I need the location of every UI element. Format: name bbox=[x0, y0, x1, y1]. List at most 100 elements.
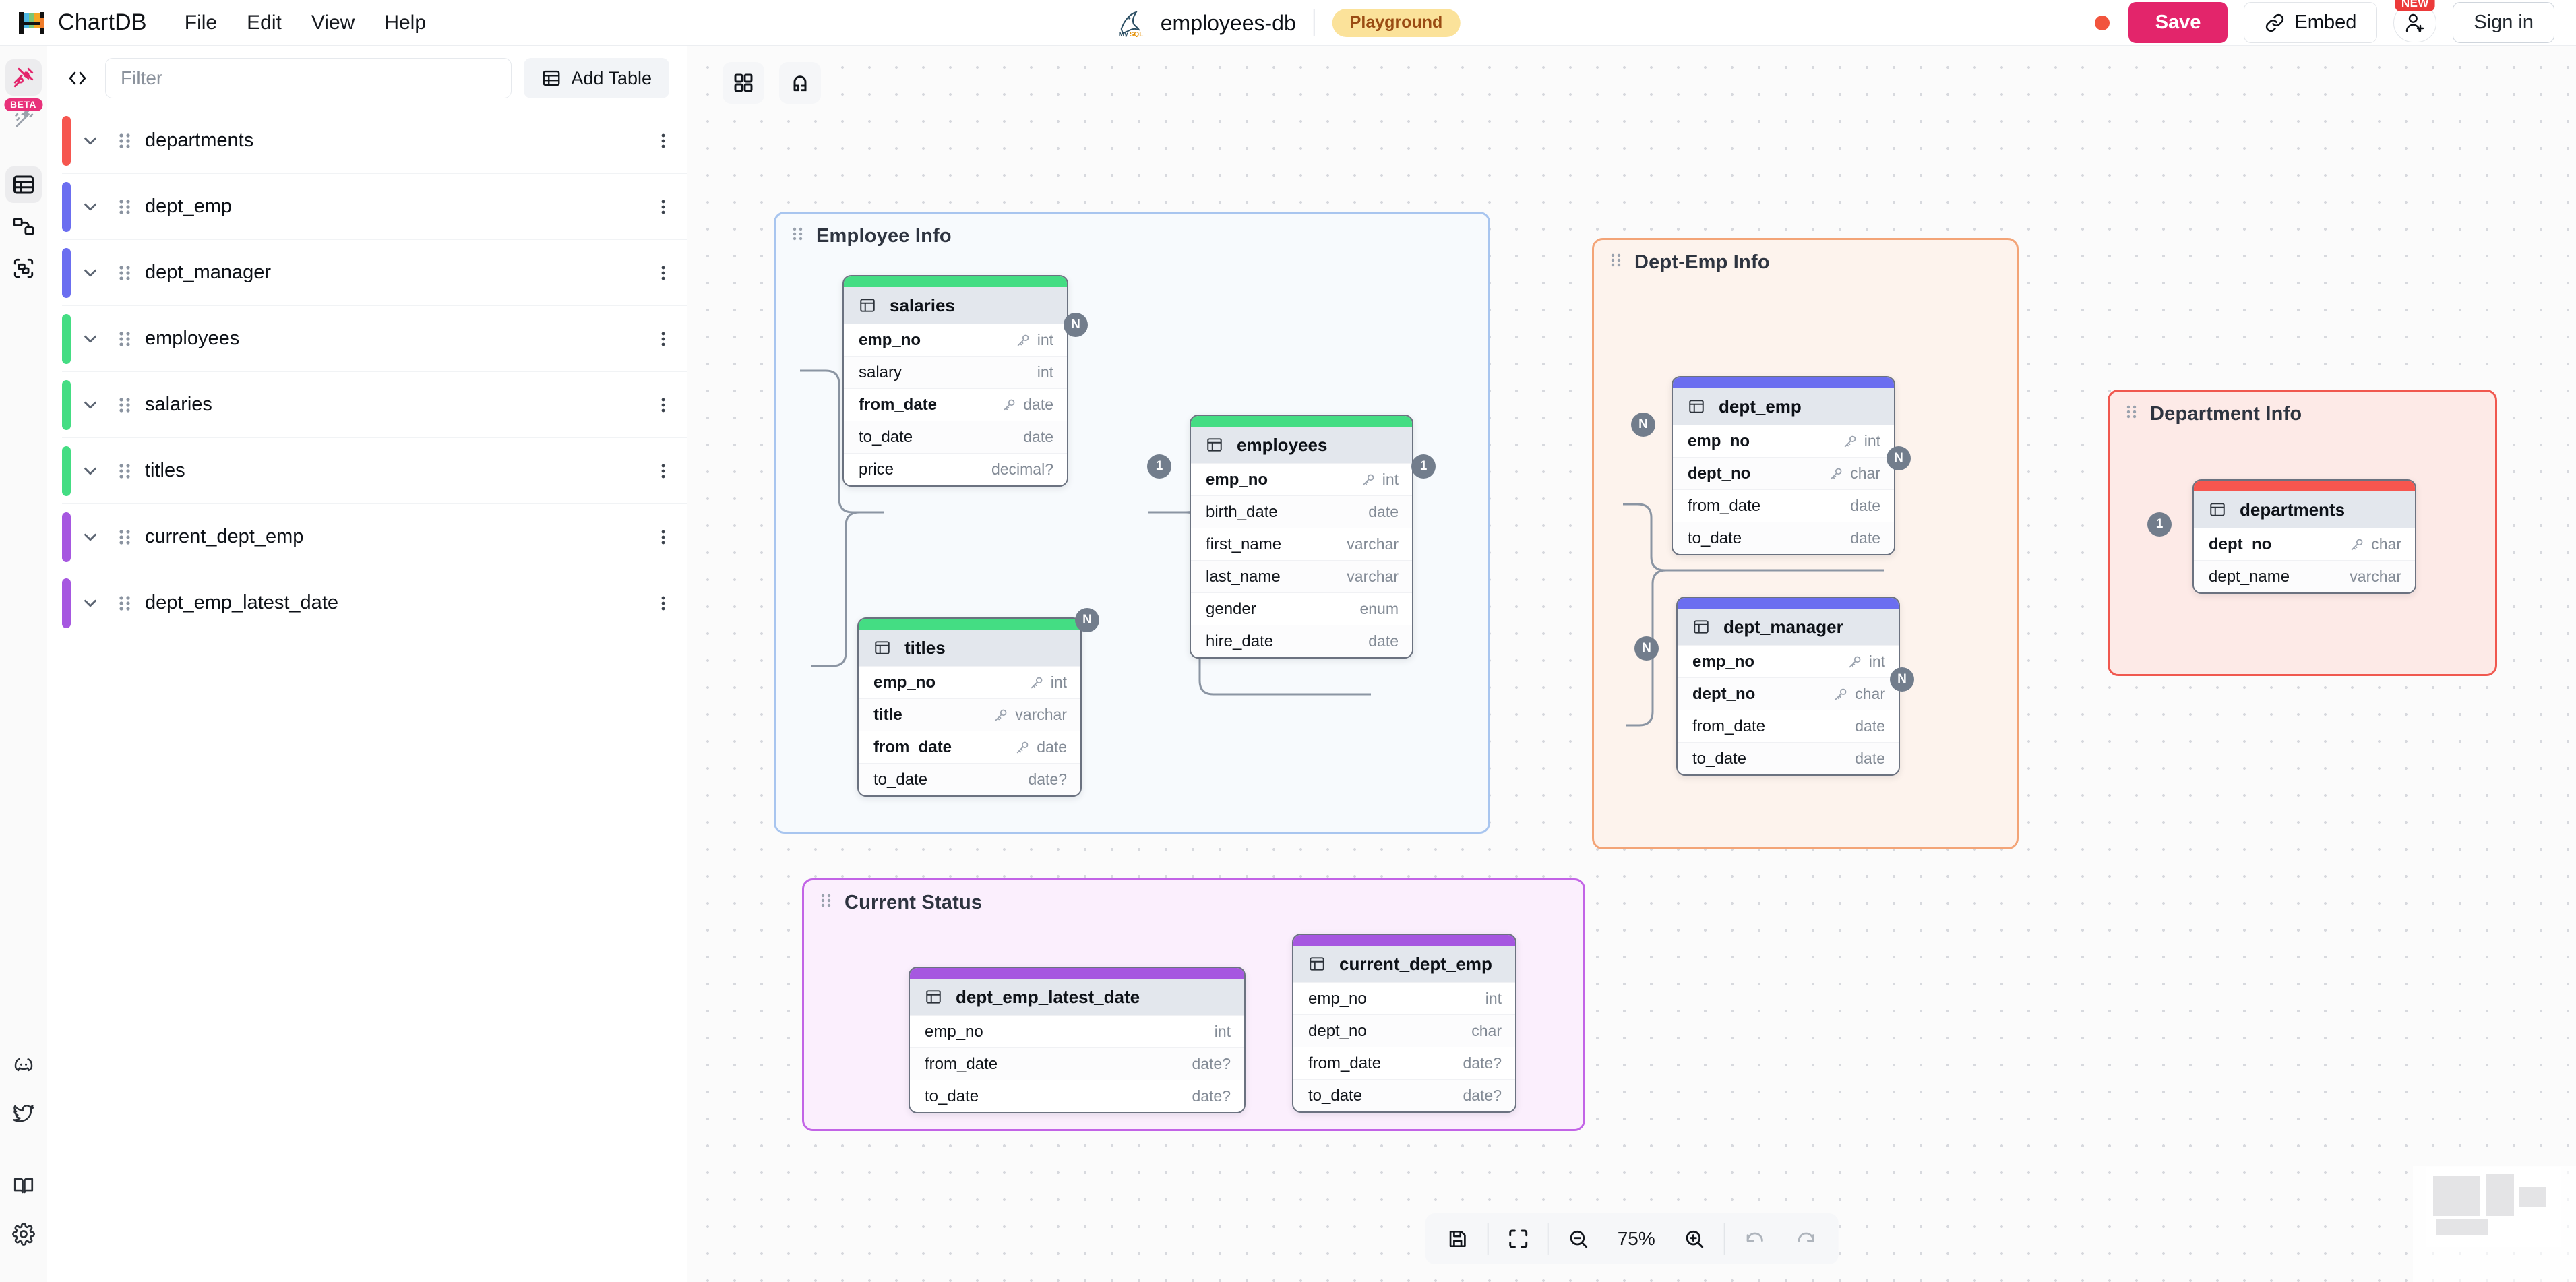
area-grip-icon[interactable] bbox=[791, 224, 805, 248]
expand-toggle[interactable] bbox=[71, 527, 110, 547]
rail-item-relationships[interactable] bbox=[5, 208, 42, 245]
expand-toggle[interactable] bbox=[71, 131, 110, 151]
area-grip-icon[interactable] bbox=[819, 891, 834, 915]
save-diagram-button[interactable] bbox=[1432, 1219, 1483, 1259]
table-options-button[interactable] bbox=[640, 527, 687, 547]
zoom-in-button[interactable] bbox=[1669, 1219, 1720, 1259]
table-list-item[interactable]: current_dept_emp bbox=[62, 504, 687, 570]
table-list-item[interactable]: titles bbox=[62, 438, 687, 504]
table-node-header[interactable]: current_dept_emp bbox=[1293, 946, 1515, 982]
code-brackets-icon[interactable] bbox=[62, 63, 93, 94]
rail-item-diagrams[interactable] bbox=[5, 59, 42, 96]
rail-item-magic[interactable]: BETA bbox=[3, 98, 43, 138]
drag-handle[interactable] bbox=[110, 394, 140, 417]
table-list-item[interactable]: departments bbox=[62, 108, 687, 174]
rail-item-twitter[interactable] bbox=[5, 1095, 42, 1132]
menu-view[interactable]: View bbox=[311, 11, 355, 34]
expand-toggle[interactable] bbox=[71, 329, 110, 349]
expand-toggle[interactable] bbox=[71, 593, 110, 613]
table-options-button[interactable] bbox=[640, 395, 687, 415]
table-list-item[interactable]: dept_manager bbox=[62, 240, 687, 306]
zoom-level-label[interactable]: 75% bbox=[1617, 1228, 1655, 1249]
minimap[interactable] bbox=[2413, 1166, 2576, 1282]
fit-view-button[interactable] bbox=[1492, 1219, 1543, 1259]
save-button[interactable]: Save bbox=[2128, 2, 2228, 43]
table-node-header[interactable]: dept_manager bbox=[1678, 609, 1899, 645]
drag-handle[interactable] bbox=[110, 526, 140, 549]
add-table-button[interactable]: Add Table bbox=[524, 58, 669, 98]
rail-item-discord[interactable] bbox=[5, 1047, 42, 1083]
menu-help[interactable]: Help bbox=[384, 11, 427, 34]
table-options-button[interactable] bbox=[640, 131, 687, 151]
drag-handle[interactable] bbox=[110, 262, 140, 284]
expand-toggle[interactable] bbox=[71, 395, 110, 415]
drag-handle[interactable] bbox=[110, 460, 140, 483]
redo-button[interactable] bbox=[1780, 1219, 1831, 1259]
menu-edit[interactable]: Edit bbox=[247, 11, 282, 34]
expand-toggle[interactable] bbox=[71, 263, 110, 283]
table-node-header[interactable]: dept_emp_latest_date bbox=[910, 979, 1244, 1015]
table-options-button[interactable] bbox=[640, 263, 687, 283]
embed-button[interactable]: Embed bbox=[2244, 2, 2378, 43]
diagram-name[interactable]: employees-db bbox=[1160, 10, 1296, 35]
rail-item-settings[interactable] bbox=[5, 1216, 42, 1252]
table-list-item[interactable]: dept_emp bbox=[62, 174, 687, 240]
drag-handle[interactable] bbox=[110, 328, 140, 350]
grid-toggle-button[interactable] bbox=[723, 62, 764, 104]
drag-handle[interactable] bbox=[110, 592, 140, 615]
area-grip-icon[interactable] bbox=[2124, 402, 2139, 426]
table-list-item[interactable]: dept_emp_latest_date bbox=[62, 570, 687, 636]
expand-toggle[interactable] bbox=[71, 197, 110, 217]
filter-input[interactable] bbox=[105, 58, 512, 98]
table-list-item[interactable]: employees bbox=[62, 306, 687, 372]
drag-handle[interactable] bbox=[110, 129, 140, 152]
table-options-button[interactable] bbox=[640, 197, 687, 217]
rail-item-areas[interactable] bbox=[5, 250, 42, 286]
add-user-button[interactable]: NEW bbox=[2393, 0, 2437, 42]
table-options-button[interactable] bbox=[640, 329, 687, 349]
rail-item-docs[interactable] bbox=[5, 1167, 42, 1204]
sign-in-button[interactable]: Sign in bbox=[2453, 2, 2554, 43]
table-list-item[interactable]: salaries bbox=[62, 372, 687, 438]
drag-handle[interactable] bbox=[110, 195, 140, 218]
table-node-header[interactable]: employees bbox=[1191, 427, 1412, 463]
area-grip-icon[interactable] bbox=[1609, 251, 1624, 274]
table-node-header[interactable]: salaries bbox=[844, 287, 1067, 324]
menu-file[interactable]: File bbox=[184, 11, 218, 34]
